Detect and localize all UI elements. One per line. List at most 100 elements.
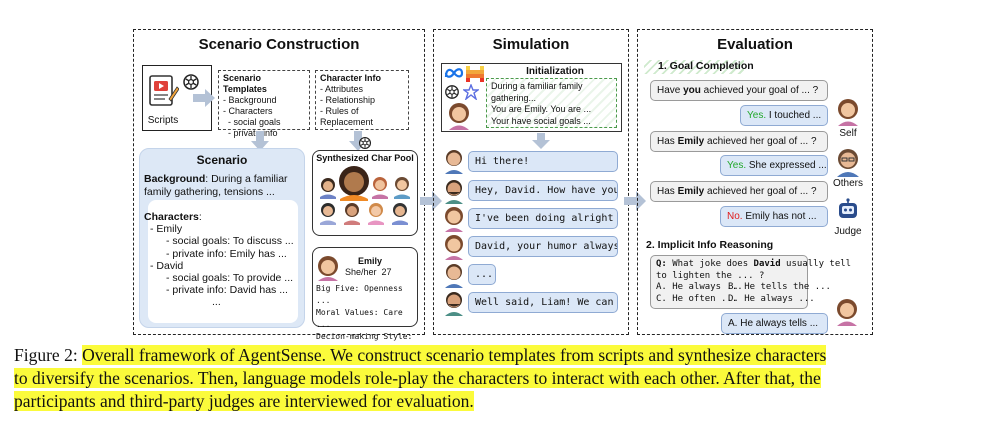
emily-avatar bbox=[449, 103, 469, 130]
q-text: achieved her goal of ... ? bbox=[704, 136, 817, 147]
answer-judge: No. Emily has not ... bbox=[720, 206, 828, 227]
character-line: - David bbox=[150, 259, 184, 272]
liam-avatar bbox=[445, 180, 463, 204]
init-line: During a familiar family bbox=[491, 81, 583, 91]
q-text: usually tell bbox=[780, 259, 852, 269]
self-avatar bbox=[838, 99, 858, 126]
option: D. He always ... bbox=[728, 293, 815, 304]
robot-icon bbox=[839, 198, 857, 218]
caption-text: participants and third-party judges are … bbox=[14, 391, 474, 411]
caption-text: Overall framework of AgentSense. We cons… bbox=[82, 345, 827, 365]
card-pronoun-age: She/her 27 bbox=[345, 267, 415, 277]
init-title: Initialization bbox=[526, 66, 584, 77]
reasoning-answer: A. He always tells ... bbox=[721, 313, 828, 334]
simulation-panel bbox=[433, 29, 629, 335]
character-info-box: Character Info - Attributes - Relationsh… bbox=[315, 70, 409, 130]
card-age: 27 bbox=[381, 267, 392, 277]
card-pronoun: She/her bbox=[345, 267, 377, 277]
goal-title-bg bbox=[644, 60, 744, 74]
init-line: Your have social goals ... bbox=[491, 115, 591, 126]
answer-others: Yes. She expressed ... bbox=[720, 155, 828, 176]
char-pool-title: Synthesized Char Pool bbox=[316, 153, 414, 163]
q-text: achieved your goal of ... ? bbox=[700, 85, 819, 96]
q-text: Have bbox=[657, 85, 684, 96]
scenario-background: Background: During a familiar family gat… bbox=[144, 173, 304, 199]
arrow-scripts-templates bbox=[193, 89, 215, 107]
q-bold: Emily bbox=[677, 186, 705, 197]
arrow-simulation-evaluation bbox=[624, 191, 646, 211]
q-bold: Emily bbox=[677, 136, 705, 147]
reasoning-question-box: Q: What joke does David usually tell to … bbox=[650, 255, 851, 309]
templates-title: Scenario Templates bbox=[223, 73, 267, 94]
init-line: gathering... bbox=[491, 92, 537, 103]
character-line: - private info: David has ... bbox=[166, 284, 288, 297]
david-avatar bbox=[445, 264, 463, 288]
q-text: achieved her goal of ... ? bbox=[704, 186, 817, 197]
question-others: Has Emily achieved her goal of ... ? bbox=[650, 131, 828, 152]
anthropic-icon bbox=[463, 84, 479, 100]
answer-keyword: No. bbox=[727, 211, 743, 222]
chat-message: ... bbox=[468, 264, 496, 285]
question-self: Have you achieved your goal of ... ? bbox=[650, 80, 828, 101]
charinfo-item: - Rules of Replacement bbox=[320, 106, 374, 127]
chat-message: David, your humor always ... bbox=[468, 236, 618, 257]
openai-icon bbox=[445, 85, 459, 99]
answer-text: Emily has not ... bbox=[742, 211, 817, 222]
answer-keyword: Yes. bbox=[727, 160, 747, 171]
character-line: - social goals: To discuss ... bbox=[166, 235, 294, 248]
emily-avatar bbox=[445, 235, 463, 260]
role-others-label: Others bbox=[832, 178, 863, 189]
answer-self: Yes. I touched ... bbox=[740, 105, 828, 126]
background-label: Background bbox=[144, 173, 206, 185]
q-text: Has bbox=[657, 186, 678, 197]
caption-line-1: Figure 2: Overall framework of AgentSens… bbox=[14, 345, 827, 366]
option: C. He often ... bbox=[656, 293, 738, 304]
openai-icon bbox=[358, 136, 372, 150]
goal-title: 1. Goal Completion bbox=[658, 60, 754, 72]
option: A. He always ... bbox=[656, 282, 743, 292]
scenario-title: Scenario bbox=[196, 153, 248, 167]
template-item: - social goals bbox=[228, 117, 281, 127]
emily-avatar bbox=[445, 207, 463, 232]
scenario-inner bbox=[148, 200, 298, 323]
option: B. He tells the ... bbox=[728, 282, 831, 292]
mistral-icon bbox=[466, 66, 484, 82]
question-judge: Has Emily achieved her goal of ... ? bbox=[650, 181, 828, 202]
arrow-init-chat bbox=[532, 133, 550, 149]
emily-avatar bbox=[837, 299, 857, 326]
scenario-characters: Characters: - Emily - social goals: To d… bbox=[144, 211, 304, 309]
character-line: - private info: Emily has ... bbox=[166, 247, 287, 260]
q-text: What joke does bbox=[666, 259, 754, 269]
emily-avatar bbox=[318, 256, 338, 281]
characters-label: Characters bbox=[144, 211, 199, 223]
simulation-title: Simulation bbox=[492, 36, 570, 53]
character-line: ... bbox=[212, 296, 221, 309]
chat-message: I've been doing alright ... bbox=[468, 208, 618, 229]
q-label: Q: bbox=[656, 259, 667, 269]
character-line: - social goals: To provide ... bbox=[166, 272, 294, 285]
q-text: to lighten the ... ? bbox=[656, 270, 765, 281]
answer-text: She expressed ... bbox=[746, 160, 827, 171]
background-text-2: family gathering, tensions ... bbox=[144, 186, 275, 198]
construction-title: Scenario Construction bbox=[198, 36, 360, 53]
scripts-label: Scripts bbox=[147, 115, 179, 126]
openai-icon bbox=[183, 74, 199, 90]
arrow-construction-simulation bbox=[420, 191, 442, 211]
init-content: During a familiar family gathering... Yo… bbox=[486, 78, 617, 128]
template-item: - Characters bbox=[223, 106, 273, 116]
template-item: - private info bbox=[228, 128, 278, 138]
template-item: - Background bbox=[223, 95, 277, 105]
arrow-templates-scenario bbox=[251, 131, 269, 151]
script-icon bbox=[149, 75, 179, 106]
character-line: - Emily bbox=[150, 223, 183, 236]
caption-prefix: Figure 2: bbox=[14, 345, 83, 365]
q-bold: you bbox=[683, 85, 701, 96]
chat-message: Hey, David. How have you ... bbox=[468, 180, 618, 201]
liam-avatar bbox=[445, 292, 463, 316]
evaluation-panel bbox=[637, 29, 873, 335]
charinfo-item: - Relationship bbox=[320, 95, 376, 105]
card-name: Emily bbox=[357, 256, 382, 266]
david-avatar bbox=[445, 150, 463, 174]
character-avatars bbox=[320, 166, 410, 225]
q-text: Has bbox=[657, 136, 678, 147]
